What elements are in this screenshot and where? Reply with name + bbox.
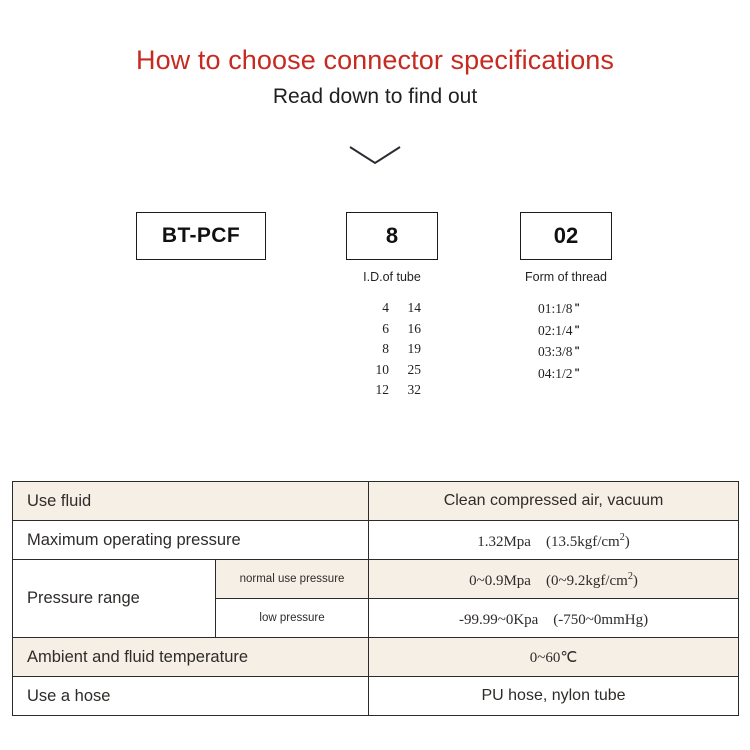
tube-size-right: 19 bbox=[407, 341, 422, 356]
thread-unit: " bbox=[574, 323, 580, 336]
tube-size-right: 25 bbox=[407, 361, 422, 377]
chevron-down-icon-wrap bbox=[0, 142, 750, 168]
specification-table: Use fluid Clean compressed air, vacuum M… bbox=[11, 481, 740, 716]
table-row: Use fluid Clean compressed air, vacuum bbox=[11, 481, 740, 521]
page-title: How to choose connector specifications bbox=[135, 45, 615, 75]
value-text-tail: ) bbox=[632, 572, 638, 589]
row-label: Ambient and fluid temperature bbox=[11, 637, 370, 677]
value-superscript: 2 bbox=[619, 531, 625, 543]
page-subtitle: Read down to find out bbox=[272, 84, 478, 108]
tube-size-right: 14 bbox=[407, 300, 422, 315]
row-value: 0~0.9Mpa (0~9.2kgf/cm2) bbox=[368, 559, 740, 599]
tube-size-left: 12 bbox=[375, 382, 390, 397]
row-label-pressure-range: Pressure range bbox=[12, 559, 216, 638]
row-value: Clean compressed air, vacuum bbox=[368, 481, 740, 521]
list-item: 03:3/8" bbox=[538, 341, 630, 363]
tube-size-left: 6 bbox=[382, 320, 389, 336]
code-box-tube: 8 bbox=[346, 212, 438, 260]
sub-row-label: low pressure bbox=[214, 598, 370, 638]
tube-size-right: 16 bbox=[407, 320, 422, 336]
tube-size-left: 10 bbox=[375, 361, 390, 377]
chevron-down-icon bbox=[349, 146, 401, 165]
thread-form-option-list: 01:1/8" 02:1/4" 03:3/8" 04:1/2" bbox=[520, 298, 630, 384]
code-box-thread: 02 bbox=[520, 212, 612, 260]
list-item: 01:1/8" bbox=[538, 298, 630, 320]
tube-size-left: 4 bbox=[382, 300, 389, 315]
value-text: 0~0.9Mpa (0~9.2kgf/cm bbox=[469, 572, 628, 589]
caption-thread: Form of thread bbox=[525, 270, 607, 284]
page-header: How to choose connector specifications R… bbox=[0, 45, 750, 108]
row-label: Maximum operating pressure bbox=[11, 520, 370, 560]
tube-size-option-list: 4 14 6 16 8 19 10 25 12 32 bbox=[346, 298, 438, 401]
row-value: -99.99~0Kpa (-750~0mmHg) bbox=[368, 598, 740, 638]
table-row: Use a hose PU hose, nylon tube bbox=[11, 676, 740, 716]
list-item: 10 25 bbox=[346, 360, 438, 381]
thread-code: 02:1/4 bbox=[538, 322, 573, 338]
table-row: Ambient and fluid temperature 0~60℃ bbox=[11, 637, 740, 677]
list-item: 12 32 bbox=[346, 380, 438, 401]
table-row: Pressure range normal use pressure 0~0.9… bbox=[12, 559, 740, 638]
value-text-tail: ) bbox=[624, 533, 630, 550]
list-item: 6 16 bbox=[346, 319, 438, 340]
tube-size-right: 32 bbox=[407, 382, 422, 397]
row-value: PU hose, nylon tube bbox=[368, 676, 740, 716]
code-box-series: BT-PCF bbox=[136, 212, 266, 260]
list-item: 04:1/2" bbox=[538, 363, 630, 385]
sub-row-label: normal use pressure bbox=[214, 559, 370, 599]
caption-tube: I.D.of tube bbox=[363, 270, 421, 284]
value-text: 1.32Mpa (13.5kgf/cm bbox=[477, 533, 620, 550]
list-item: 8 19 bbox=[346, 339, 438, 360]
table-row: Maximum operating pressure 1.32Mpa (13.5… bbox=[11, 520, 740, 560]
row-value: 1.32Mpa (13.5kgf/cm2) bbox=[368, 520, 740, 560]
row-label: Use a hose bbox=[11, 676, 370, 716]
thread-code: 01:1/8 bbox=[538, 301, 573, 316]
value-text: -99.99~0Kpa (-750~0mmHg) bbox=[458, 611, 649, 628]
thread-unit: " bbox=[574, 366, 580, 379]
thread-unit: " bbox=[574, 345, 580, 357]
list-item: 4 14 bbox=[346, 298, 438, 319]
tube-size-left: 8 bbox=[382, 341, 389, 356]
row-value: 0~60℃ bbox=[368, 637, 740, 677]
thread-code: 04:1/2 bbox=[538, 365, 573, 381]
row-label: Use fluid bbox=[11, 481, 370, 521]
thread-code: 03:3/8 bbox=[538, 344, 573, 359]
thread-unit: " bbox=[574, 302, 580, 314]
list-item: 02:1/4" bbox=[538, 320, 630, 342]
value-superscript: 2 bbox=[627, 570, 633, 582]
